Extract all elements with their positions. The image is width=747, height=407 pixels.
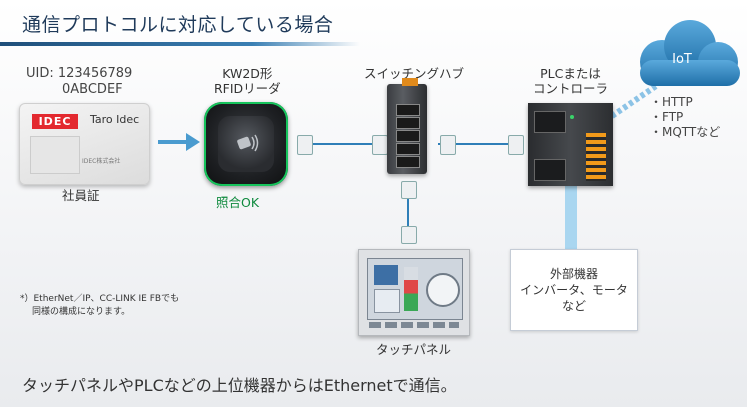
plc-terminal-block [534,159,566,181]
plc-io-module [586,133,606,181]
title-underline [0,42,360,46]
arrow-right-icon [158,133,200,151]
hmi-keys [369,322,459,328]
protocol-list: ・HTTP ・FTP ・MQTTなど [650,95,720,140]
power-connector [402,78,418,86]
card-uid: UID: 123456789 0ABCDEF [26,66,133,97]
card-company: IDEC株式会社 [82,158,121,165]
ethernet-port [396,156,420,168]
cloud-icon [640,20,740,86]
ethernet-port [396,130,420,142]
hmi-bargraph [404,267,418,311]
id-card-icon: IDEC Taro Idec IDEC株式会社 [19,103,150,185]
verification-status: 照合OK [216,195,260,210]
card-label: 社員証 [62,188,100,203]
card-stripe [30,136,80,174]
iot-label: IoT [672,52,692,67]
rj45-plug [401,226,417,244]
plc-led [570,115,574,119]
ethernet-port [396,117,420,129]
idec-logo: IDEC [32,114,78,129]
rj45-plug [401,181,417,199]
contactless-icon [237,134,259,152]
touch-panel-label: タッチパネル [376,342,452,357]
external-devices-text: 外部機器 インバータ、モータ など [520,267,628,313]
reader-label: KW2D形 RFIDリーダ [214,66,281,96]
plc-label: PLCまたは コントローラ [533,66,609,96]
rj45-plug [297,135,313,155]
rfid-reader-icon [204,102,288,186]
protocol-item: ・MQTTなど [650,125,721,139]
protocol-item: ・HTTP [650,95,693,109]
hmi-widget [374,289,400,313]
external-devices-box: 外部機器 インバータ、モータ など [510,249,638,331]
rj45-plug [508,135,524,155]
rj45-plug [372,135,388,155]
hmi-screen [367,258,463,320]
protocol-item: ・FTP [650,110,684,124]
card-holder-name: Taro Idec [90,113,140,126]
footer-caption: タッチパネルやPLCなどの上位機器からはEthernetで通信。 [22,376,457,395]
ethernet-port [396,143,420,155]
touch-panel-icon [358,249,470,336]
ethernet-port [396,104,420,116]
cable-plc-external [565,186,577,250]
switch-label: スイッチングハブ [364,66,465,81]
network-switch-icon [387,78,427,174]
hmi-gauge [426,273,460,307]
rj45-plug [440,135,456,155]
footnote: *）EtherNet／IP、CC-LINK IE FBでも 同様の構成になります… [20,294,180,317]
plc-terminal-block [534,111,566,133]
hmi-widget [374,265,398,285]
page-title: 通信プロトコルに対応している場合 [22,14,334,36]
wireless-link [610,83,658,119]
plc-icon [528,103,613,186]
